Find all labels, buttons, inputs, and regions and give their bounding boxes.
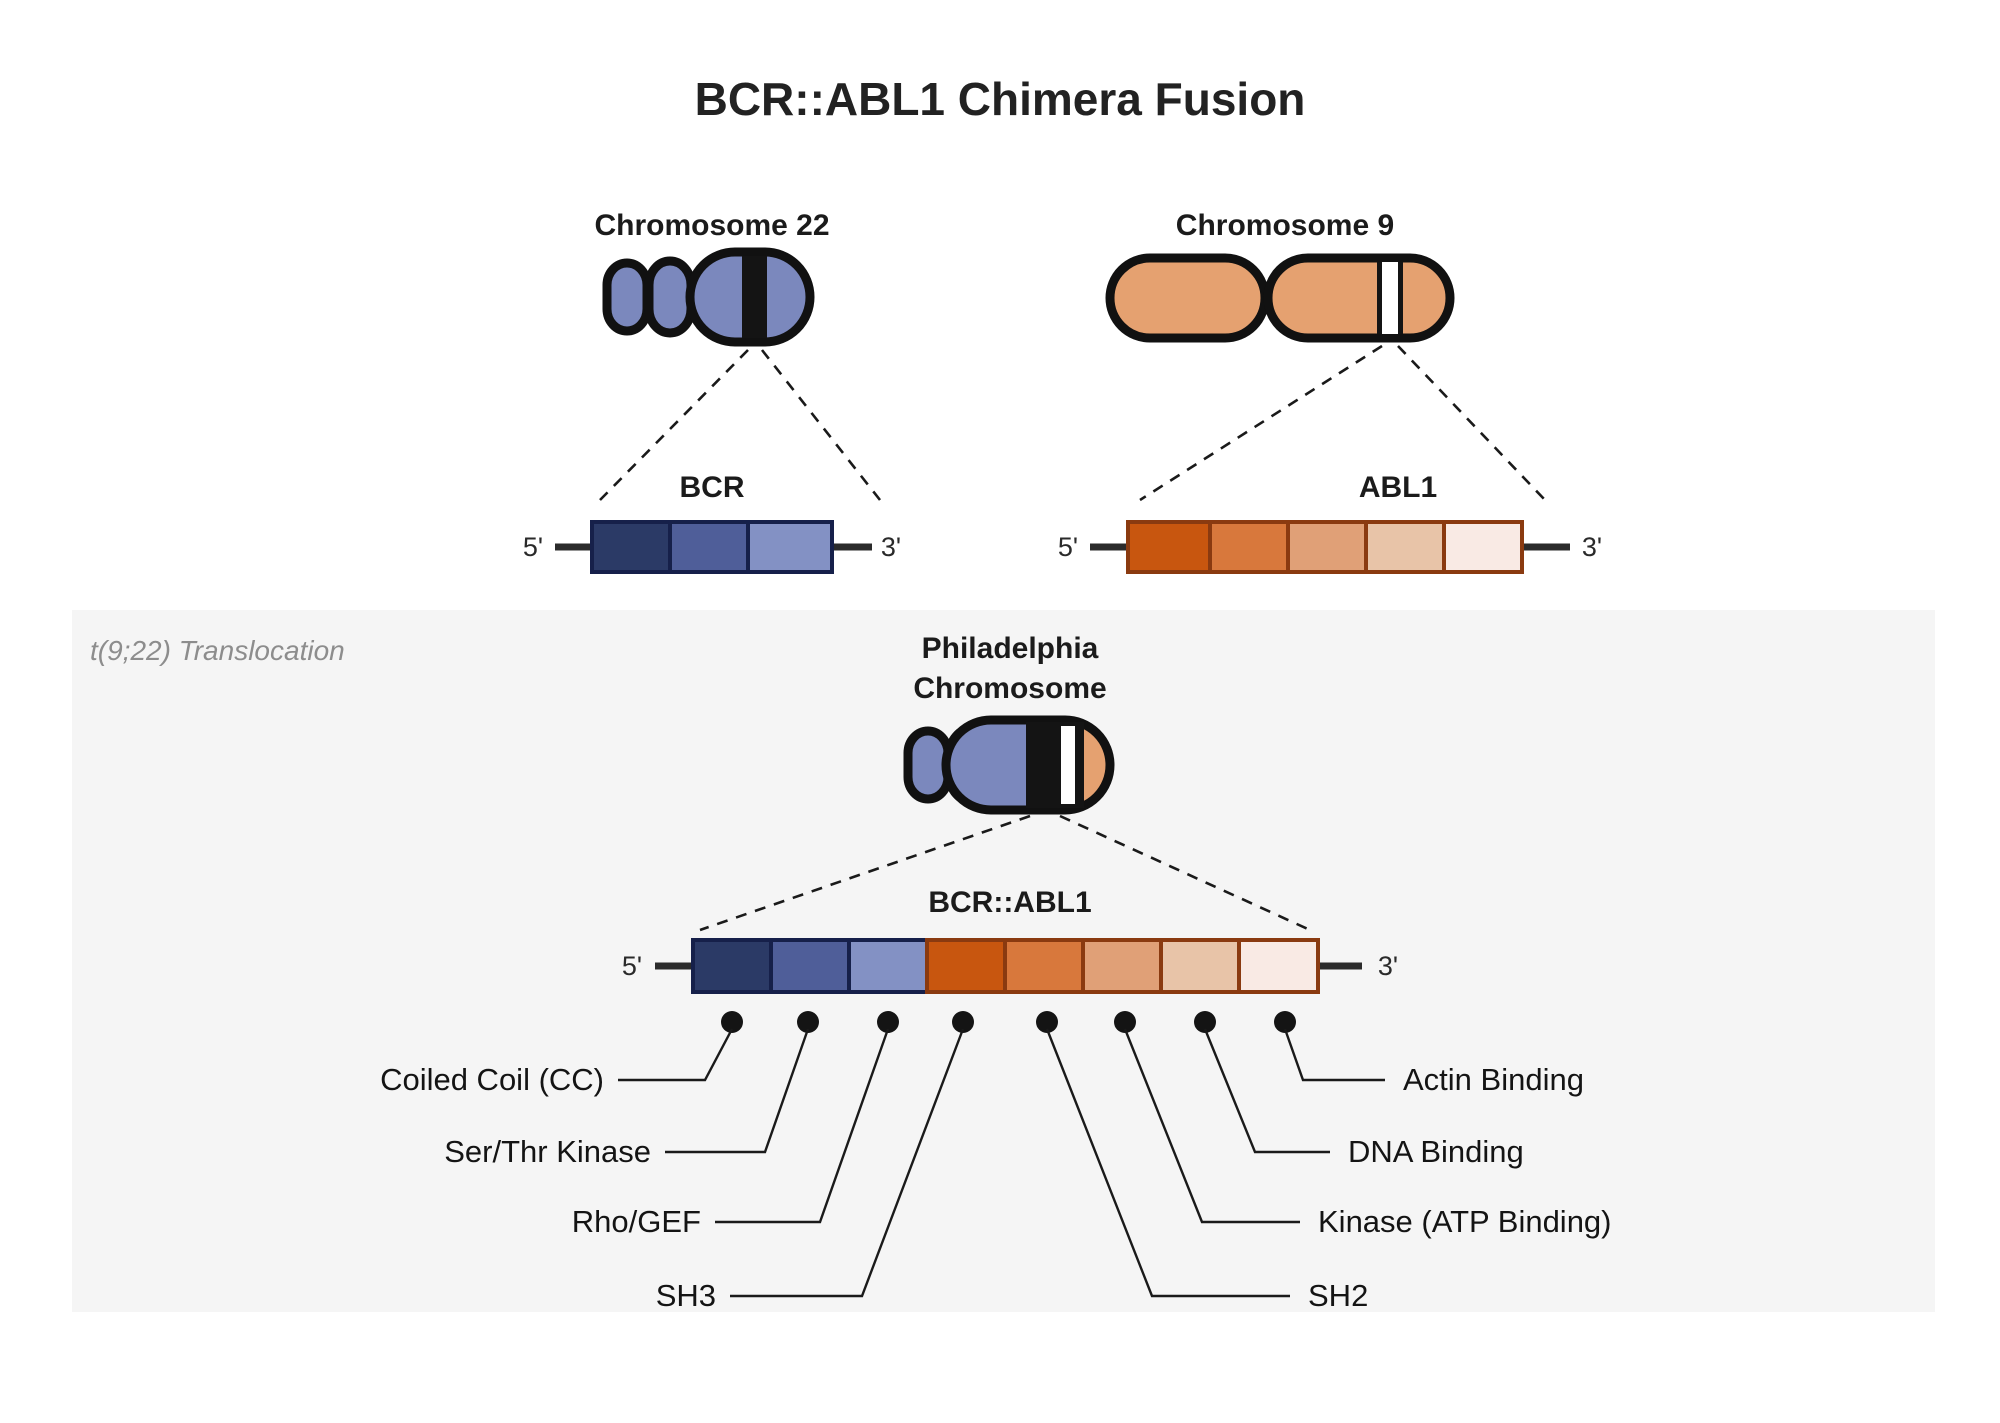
fusion-three-prime-label: 3': [1378, 951, 1398, 981]
bcr-seg-2: [668, 520, 750, 574]
feature-leader-coiled-coil: [618, 1028, 734, 1082]
abl1-five-prime-label: 5': [1058, 532, 1078, 562]
philadelphia-label-line2: Chromosome: [913, 672, 1106, 705]
fusion-gene-label: BCR::ABL1: [928, 886, 1091, 919]
feature-dot-rho-gef: [877, 1011, 899, 1033]
feature-label-kinase-atp: Kinase (ATP Binding): [1318, 1204, 1612, 1239]
feature-leader-rho-gef: [715, 1028, 890, 1224]
chromosome-22-icon: [602, 247, 815, 347]
bcr-seg-1: [590, 520, 672, 574]
abl1-seg-2: [1208, 520, 1290, 574]
chromosome-9-group: Chromosome 9: [1105, 209, 1546, 502]
feature-dot-sh2: [1036, 1011, 1058, 1033]
feature-leader-sh3: [730, 1028, 965, 1298]
philadelphia-connector-left: [699, 814, 1031, 932]
feature-dot-ser-thr-kinase: [797, 1011, 819, 1033]
feature-leader-actin-binding: [1283, 1028, 1385, 1082]
bcr-gene-group: BCR 5' 3': [523, 471, 901, 574]
chromosome-9-connector-left: [1139, 344, 1383, 502]
bcr-gene-label: BCR: [680, 471, 745, 504]
fusion-seg-abl1-5: [1237, 938, 1320, 994]
bcr-five-prime-label: 5': [523, 532, 543, 562]
fusion-seg-bcr-1: [691, 938, 773, 994]
bcr-seg-3: [746, 520, 834, 574]
abl1-seg-1: [1126, 520, 1212, 574]
philadelphia-connector-right: [1059, 814, 1311, 932]
feature-leader-ser-thr-kinase: [665, 1028, 810, 1154]
feature-label-rho-gef: Rho/GEF: [572, 1204, 701, 1239]
feature-label-sh3: SH3: [656, 1278, 716, 1313]
abl1-three-prime-label: 3': [1582, 532, 1602, 562]
chromosome-22-connector-left: [599, 349, 749, 501]
feature-label-coiled-coil: Coiled Coil (CC): [380, 1062, 604, 1097]
fusion-seg-abl1-1: [925, 938, 1007, 994]
feature-label-ser-thr-kinase: Ser/Thr Kinase: [444, 1134, 651, 1169]
fusion-gene-group: BCR::ABL1 5' 3': [622, 886, 1398, 994]
abl1-gene-group: ABL1 5' 3': [1058, 471, 1602, 574]
feature-leader-dna-binding: [1203, 1028, 1330, 1154]
chromosome-22-label: Chromosome 22: [594, 209, 829, 242]
feature-label-dna-binding: DNA Binding: [1348, 1134, 1524, 1169]
fusion-segments: [691, 938, 1320, 994]
page-title: BCR::ABL1 Chimera Fusion: [695, 73, 1306, 125]
feature-label-actin-binding: Actin Binding: [1403, 1062, 1584, 1097]
philadelphia-chromosome-icon: [903, 715, 1115, 815]
abl1-seg-5: [1442, 520, 1524, 574]
feature-dot-sh3: [952, 1011, 974, 1033]
feature-dot-actin-binding: [1274, 1011, 1296, 1033]
fusion-seg-bcr-3: [847, 938, 929, 994]
feature-leader-sh2: [1045, 1028, 1290, 1298]
feature-dot-coiled-coil: [721, 1011, 743, 1033]
chromosome-9-icon: [1105, 253, 1455, 343]
abl1-gene-label: ABL1: [1359, 471, 1437, 504]
fusion-seg-abl1-4: [1159, 938, 1241, 994]
abl1-seg-4: [1364, 520, 1446, 574]
chromosome-22-connector-right: [760, 349, 882, 501]
bcr-segments: [590, 520, 834, 574]
chromosome-9-label: Chromosome 9: [1176, 209, 1394, 242]
feature-label-sh2: SH2: [1308, 1278, 1368, 1313]
translocation-tag: t(9;22) Translocation: [90, 635, 345, 666]
abl1-seg-3: [1286, 520, 1368, 574]
bcr-three-prime-label: 3': [881, 532, 901, 562]
feature-dot-kinase-atp: [1114, 1011, 1136, 1033]
philadelphia-label-line1: Philadelphia: [922, 632, 1099, 665]
chromosome-9-connector-right: [1397, 345, 1546, 501]
chromosome-22-group: Chromosome 22: [594, 209, 882, 501]
fusion-seg-bcr-2: [769, 938, 851, 994]
fusion-seg-abl1-2: [1003, 938, 1085, 994]
feature-callouts-right: SH2 Kinase (ATP Binding) DNA Binding Act…: [1036, 1011, 1612, 1313]
fusion-seg-abl1-3: [1081, 938, 1163, 994]
feature-callouts-left: Coiled Coil (CC) Ser/Thr Kinase Rho/GEF …: [380, 1011, 974, 1313]
feature-dot-dna-binding: [1194, 1011, 1216, 1033]
fusion-five-prime-label: 5': [622, 951, 642, 981]
feature-leader-kinase-atp: [1123, 1028, 1300, 1224]
abl1-segments: [1126, 520, 1524, 574]
